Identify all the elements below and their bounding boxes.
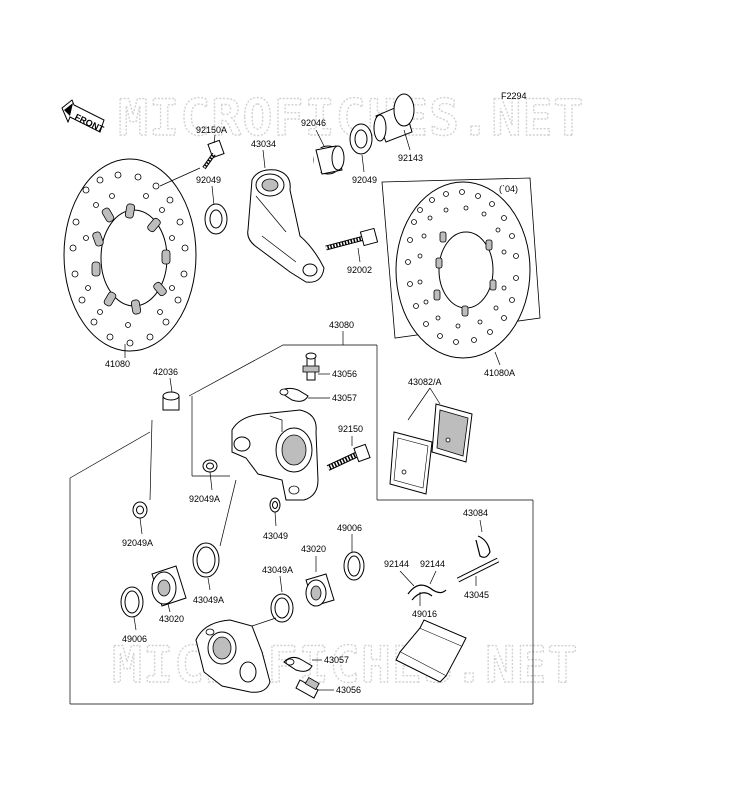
label-43056-top: 43056 (332, 369, 357, 379)
cap-43057-bottom (283, 656, 313, 672)
label-43049: 43049 (263, 531, 288, 541)
label-92049A-left: 92049A (122, 538, 153, 548)
label-42036: 42036 (153, 367, 178, 377)
bolt-92002 (325, 227, 379, 251)
label-43020-left: 43020 (159, 614, 184, 624)
label-43020-mid: 43020 (301, 544, 326, 554)
piston-43020-left (151, 565, 187, 607)
label-43080: 43080 (329, 320, 354, 330)
seal-49006-right (343, 551, 365, 581)
label-92143: 92143 (398, 153, 423, 163)
seal-92049-right (349, 123, 373, 155)
label-49006-right: 49006 (337, 523, 362, 533)
bleeder-valve-43056-bottom (295, 676, 320, 699)
label-43049A-left: 43049A (193, 595, 224, 605)
label-43045: 43045 (464, 590, 489, 600)
seal-92049A-left (132, 501, 148, 519)
label-43056-bottom: 43056 (336, 685, 361, 695)
pin-43045 (456, 557, 500, 583)
pad-spring-49016 (395, 619, 467, 683)
label-43034: 43034 (251, 139, 276, 149)
brake-disc-41080A (395, 181, 531, 359)
piston-43020-mid (305, 573, 335, 607)
collar-92143 (373, 93, 415, 143)
label-92150: 92150 (338, 424, 363, 434)
seal-92049A-mid (202, 459, 218, 473)
seal-92049-left (204, 203, 228, 235)
caliper-half-lower (195, 619, 271, 693)
label-92049-top-right: 92049 (352, 175, 377, 185)
label-92144-a: 92144 (384, 559, 409, 569)
label-92144-b: 92144 (420, 559, 445, 569)
seal-43049A-mid (270, 593, 294, 623)
bushing-42036 (162, 391, 180, 411)
inset-frame-04 (381, 177, 541, 339)
caliper-bracket-43034 (247, 169, 325, 283)
label-92002: 92002 (347, 265, 372, 275)
cap-43057-top (279, 387, 309, 402)
label-43057-bottom: 43057 (324, 655, 349, 665)
label-49016: 49016 (412, 609, 437, 619)
variant-note: (`04) (499, 184, 518, 194)
label-43049A-mid: 43049A (262, 565, 293, 575)
caliper-body (231, 409, 319, 501)
label-92046: 92046 (301, 118, 326, 128)
label-92049A-mid: 92049A (189, 494, 220, 504)
springs-92144 (407, 584, 447, 601)
watermark-bottom: MICROFICHES.NET (112, 636, 579, 694)
bleeder-valve-43056-top (302, 352, 320, 381)
clip-43084 (475, 535, 491, 558)
brake-pads-43082A (389, 403, 473, 495)
seal-49006-left (120, 586, 144, 618)
label-43084: 43084 (463, 508, 488, 518)
label-41080: 41080 (105, 359, 130, 369)
label-43057-top: 43057 (332, 393, 357, 403)
label-41080A: 41080A (484, 368, 515, 378)
bolt-92150 (326, 443, 371, 471)
spacer-92046 (313, 145, 345, 175)
label-92049-top-left: 92049 (196, 175, 221, 185)
seal-43049A-left (192, 542, 220, 578)
label-92150A: 92150A (196, 125, 227, 135)
front-arrow-icon: FRONT (61, 99, 106, 135)
seal-43049 (269, 497, 281, 513)
brake-disc-41080 (63, 158, 197, 352)
label-49006-left: 49006 (122, 634, 147, 644)
bolt-92150A (202, 139, 225, 170)
label-43082A: 43082/A (408, 377, 442, 387)
figure-code: F2294 (501, 91, 527, 101)
